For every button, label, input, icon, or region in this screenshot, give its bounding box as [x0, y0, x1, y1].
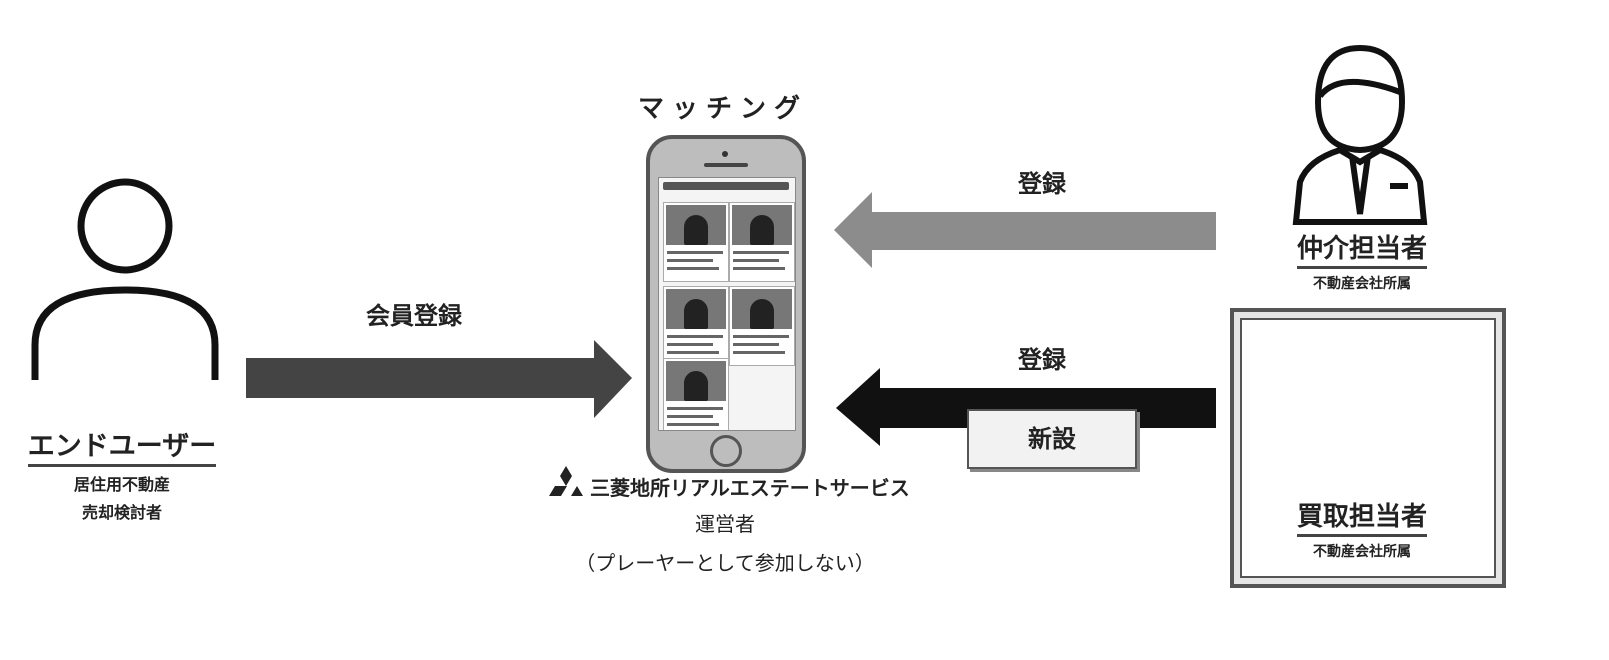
buyer-name: 買取担当者 [1296, 502, 1427, 537]
phone-home-button [710, 435, 742, 467]
mitsubishi-logo-icon [549, 466, 583, 496]
operator-block: 運営者 （プレーヤーとして参加しない） [540, 508, 910, 576]
broker-affiliation: 不動産会社所属 [1313, 276, 1411, 292]
phone-screen [658, 177, 796, 431]
profile-card [663, 202, 729, 282]
app-search-bar [663, 182, 789, 190]
member-registration-arrow [246, 340, 632, 418]
broker-person-icon [1292, 44, 1428, 225]
operator-note: （プレーヤーとして参加しない） [575, 551, 875, 575]
buyer-affiliation: 不動産会社所属 [1313, 544, 1411, 560]
member-registration-label: 会員登録 [366, 302, 462, 330]
profile-card [729, 286, 795, 366]
profile-card [663, 358, 729, 430]
buyer-block: 買取担当者 不動産会社所属 [1262, 496, 1462, 561]
smartphone-mockup [646, 135, 806, 473]
end-user-block: エンドユーザー 居住用不動産 売却検討者 [14, 424, 230, 523]
new-badge-label: 新設 [1028, 425, 1076, 453]
new-badge: 新設 [967, 409, 1137, 469]
matching-title: マッチング [638, 94, 809, 124]
profile-card [729, 202, 795, 282]
broker-registration-arrow [834, 192, 1216, 268]
phone-camera [722, 151, 728, 157]
buyer-frame [1230, 308, 1506, 588]
broker-name: 仲介担当者 [1296, 234, 1427, 269]
operator-company-name: 三菱地所リアルエステートサービス [590, 476, 910, 500]
end-user-desc-line1: 居住用不動産 [73, 475, 170, 494]
buyer-registration-label: 登録 [1018, 346, 1066, 374]
operator-role: 運営者 [695, 512, 755, 536]
end-user-icon [31, 178, 219, 380]
broker-registration-label: 登録 [1018, 170, 1066, 198]
end-user-name: エンドユーザー [27, 431, 217, 467]
broker-block: 仲介担当者 不動産会社所属 [1262, 228, 1462, 293]
profile-card [663, 286, 729, 366]
phone-speaker [704, 163, 748, 167]
end-user-desc-line2: 売却検討者 [81, 503, 162, 522]
